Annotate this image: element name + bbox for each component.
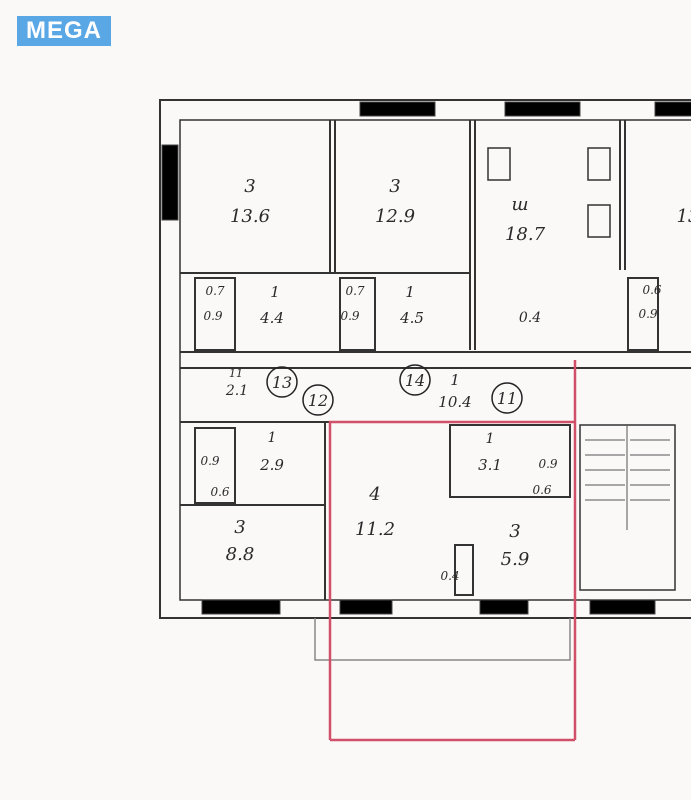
room-type: 3 <box>389 176 400 197</box>
room-area: 2.9 <box>259 456 284 474</box>
small-area: 13 <box>677 206 691 227</box>
small-area: 0.6 <box>210 485 229 499</box>
inner-wall <box>179 119 691 601</box>
room-type: 3 <box>234 517 245 538</box>
room-area: 10.4 <box>438 393 471 411</box>
small-area: 0.9 <box>538 457 557 471</box>
wc <box>194 427 236 504</box>
small-area: 0.9 <box>200 454 219 468</box>
outer-wall <box>159 99 691 619</box>
small-area: 0.6 <box>642 283 661 297</box>
room-area: 12.9 <box>375 206 415 227</box>
small-area: 0.9 <box>638 307 657 321</box>
room-area: 3.1 <box>478 456 502 474</box>
small-area: 0.4 <box>519 310 541 326</box>
room-type: 1 <box>268 430 277 446</box>
room-type: 1 <box>405 283 415 301</box>
windows <box>161 101 691 615</box>
marker-label: 14 <box>405 371 425 390</box>
room-area: 2.1 <box>225 383 248 399</box>
small-area: 0.7 <box>345 284 364 298</box>
room-type: 1 <box>450 371 460 389</box>
mega-logo: MEGA <box>17 16 111 46</box>
room-type: 1 <box>486 431 495 447</box>
marker-label: 12 <box>308 391 328 410</box>
room-type: 1 <box>270 283 280 301</box>
highlighted-apartment[interactable] <box>328 360 577 742</box>
marker-label: 13 <box>272 373 292 392</box>
sink-icon <box>587 204 611 238</box>
stove-icon <box>487 147 511 181</box>
room-area: 13.6 <box>230 206 270 227</box>
small-area: 0.4 <box>440 569 459 583</box>
small-area: 0.9 <box>340 309 359 323</box>
room-area: 4.5 <box>399 309 424 327</box>
room-area: 4.4 <box>259 309 284 327</box>
marker-circle <box>491 382 523 414</box>
marker-circle <box>399 364 431 396</box>
wc <box>194 277 236 351</box>
room-area: 5.9 <box>501 549 530 570</box>
room-area: 11.2 <box>355 519 395 540</box>
bathroom <box>449 424 571 498</box>
stove-icon <box>587 147 611 181</box>
room-type: 11 <box>229 367 243 380</box>
marker-label: 11 <box>497 389 517 408</box>
room-type: 3 <box>509 521 520 542</box>
wc <box>627 277 659 351</box>
small-area: 0.9 <box>203 309 222 323</box>
wc <box>339 277 376 351</box>
balcony <box>314 618 571 661</box>
room-area: 8.8 <box>226 544 255 565</box>
small-area: 0.6 <box>532 483 551 497</box>
small-area: 0.7 <box>205 284 224 298</box>
closet <box>454 544 474 596</box>
room-type: 4 <box>368 484 380 505</box>
stairs <box>585 425 670 530</box>
marker-circle <box>266 366 298 398</box>
marker-circle <box>302 384 334 416</box>
room-type: ш <box>511 194 528 215</box>
room-type: 3 <box>244 176 255 197</box>
room-area: 18.7 <box>505 224 546 245</box>
